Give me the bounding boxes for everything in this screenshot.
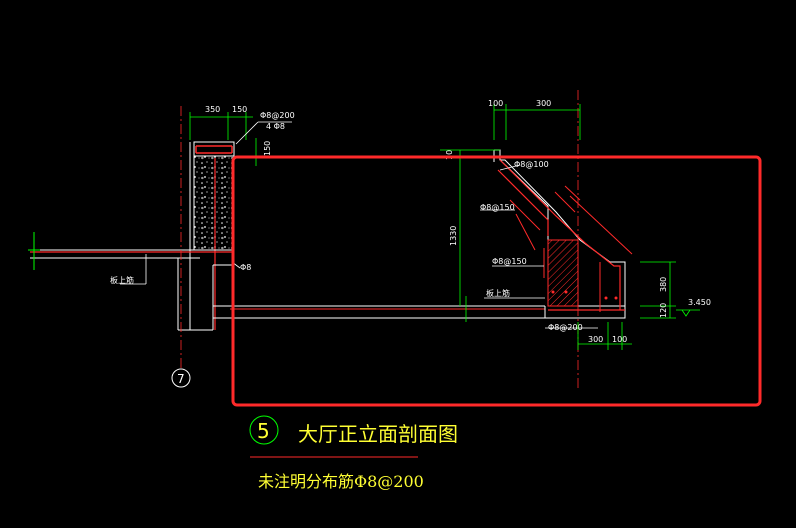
board-bar-label-right: 板上筋 — [486, 288, 510, 298]
dim-150-top: 150 — [232, 105, 247, 114]
rebar-phi8-200-top: Φ8@200 — [260, 111, 295, 120]
dim-120: 120 — [659, 303, 668, 318]
section-title: 大厅正立面剖面图 — [298, 422, 458, 446]
rebar-phi8-200-bottom: Φ8@200 — [548, 323, 583, 332]
elevation-3450: 3.450 — [688, 298, 711, 307]
wall-cap — [193, 141, 235, 157]
dim-350: 350 — [205, 105, 220, 114]
rebar-phi8-left: Φ8 — [240, 263, 251, 272]
axis-line-7: 7 — [171, 106, 191, 388]
long-slab — [213, 305, 625, 319]
axis-label-7: 7 — [177, 372, 185, 386]
right-dimensions: 100 300 1330 10 Φ8@100 Φ8@150 Φ8@150 板上筋… — [440, 99, 711, 350]
left-wall — [177, 141, 235, 331]
dim-300-bottom: 300 — [588, 335, 603, 344]
general-note: 未注明分布筋Φ8@200 — [258, 472, 424, 491]
section-number-bubble — [249, 415, 279, 445]
left-slab: 板上筋 — [28, 232, 232, 285]
rebar-4phi8: 4 Φ8 — [266, 122, 285, 131]
axis-bubble-7 — [171, 368, 191, 388]
title-block: 5 大厅正立面剖面图 未注明分布筋Φ8@200 — [249, 415, 458, 491]
dim-100-a: 100 — [488, 99, 503, 108]
rebar-phi8-150-a: Φ8@150 — [480, 203, 515, 212]
dim-150-side: 150 — [263, 141, 272, 156]
svg-text:10: 10 — [445, 150, 454, 160]
dim-100-b: 100 — [612, 335, 627, 344]
left-dimensions: 350 150 Φ8@200 4 Φ8 150 Φ8 — [189, 105, 295, 272]
section-number: 5 — [257, 419, 270, 443]
right-canopy — [493, 90, 633, 388]
beam-section — [547, 239, 579, 307]
wall-infill — [193, 155, 235, 251]
rebar-phi8-150-b: Φ8@150 — [492, 257, 527, 266]
dim-300-top: 300 — [536, 99, 551, 108]
highlight-box — [231, 155, 762, 407]
rebar-phi8-100: Φ8@100 — [514, 160, 549, 169]
dim-380: 380 — [659, 277, 668, 292]
dim-1330: 1330 — [449, 226, 458, 246]
board-bar-label-left: 板上筋 — [110, 275, 134, 285]
